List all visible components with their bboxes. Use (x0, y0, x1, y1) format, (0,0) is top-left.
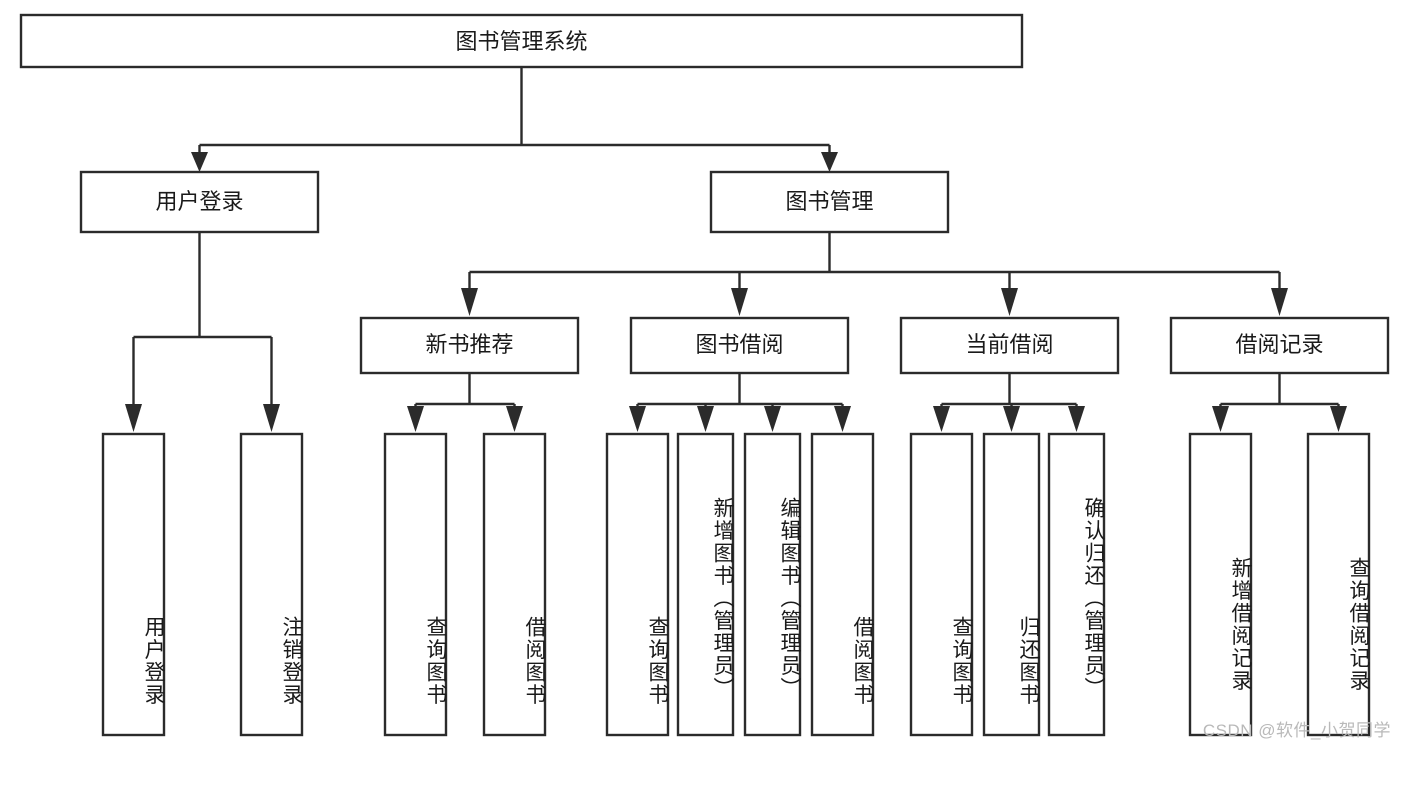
node-leaf-return-books-box[interactable] (982, 432, 1041, 737)
diagram-canvas: 图书管理系统 用户登录 图书管理 新书推荐 图书借阅 当前借阅 借阅记录 (19, 13, 1391, 740)
node-leaf-query-books-borrow-box[interactable] (605, 432, 670, 737)
node-leaf-query-books-current-box[interactable] (909, 432, 974, 737)
arrow-leaf-return-books (1003, 406, 1020, 432)
node-leaf-edit-book-admin-box[interactable] (743, 432, 802, 737)
node-leaf-add-book-admin-box[interactable] (676, 432, 735, 737)
node-book-borrow-label: 图书借阅 (695, 332, 783, 357)
node-leaf-add-borrow-record-box[interactable] (1188, 432, 1253, 737)
arrow-leaf-add-borrow-record (1212, 406, 1229, 432)
arrow-to-book-borrow (731, 288, 748, 316)
node-new-book-recommend-label: 新书推荐 (425, 332, 513, 357)
node-leaf-confirm-return-admin-box[interactable] (1047, 432, 1106, 737)
arrow-leaf-add-book-admin (697, 406, 714, 432)
arrow-leaf-query-borrow-record (1330, 406, 1347, 432)
node-current-borrow-label: 当前借阅 (965, 332, 1053, 357)
arrow-leaf-borrow-books-recommend (506, 406, 523, 432)
csdn-watermark: CSDN @软件_小贺同学 (1202, 721, 1391, 740)
arrow-to-book-management (821, 152, 838, 172)
node-leaf-borrow-books-recommend-box[interactable] (482, 432, 547, 737)
arrow-leaf-borrow-books-borrow (834, 406, 851, 432)
arrow-leaf-confirm-return-admin (1068, 406, 1085, 432)
node-book-borrow-box[interactable] (629, 316, 850, 375)
node-layer: 图书管理系统 用户登录 图书管理 新书推荐 图书借阅 当前借阅 借阅记录 (19, 13, 1390, 737)
node-leaf-query-borrow-record-box[interactable] (1306, 432, 1371, 737)
node-user-login-box[interactable] (79, 170, 320, 234)
connector-layer (125, 67, 1347, 432)
node-current-borrow-box[interactable] (899, 316, 1120, 375)
arrow-to-current-borrow (1001, 288, 1018, 316)
diagram-svg: 图书管理系统 用户登录 图书管理 新书推荐 图书借阅 当前借阅 借阅记录 (19, 13, 1390, 737)
arrow-to-borrow-records (1271, 288, 1288, 316)
arrow-leaf-user-login (125, 404, 142, 432)
arrow-leaf-query-books-borrow (629, 406, 646, 432)
arrow-leaf-logout-login (263, 404, 280, 432)
arrow-to-new-book-recommend (461, 288, 478, 316)
node-book-management-box[interactable] (709, 170, 950, 234)
arrow-leaf-query-books-current (933, 406, 950, 432)
node-leaf-borrow-books-borrow-box[interactable] (810, 432, 875, 737)
node-book-management-label: 图书管理 (785, 189, 873, 214)
node-leaf-query-books-recommend-box[interactable] (383, 432, 448, 737)
arrow-leaf-query-books-recommend (407, 406, 424, 432)
node-leaf-logout-login-box[interactable] (239, 432, 304, 737)
arrow-leaf-edit-book-admin (764, 406, 781, 432)
node-user-login-label: 用户登录 (155, 189, 243, 214)
node-root-box[interactable] (19, 13, 1024, 69)
node-root-label: 图书管理系统 (455, 29, 587, 54)
node-leaf-user-login-box[interactable] (101, 432, 166, 737)
node-borrow-records-label: 借阅记录 (1235, 332, 1323, 357)
node-borrow-records-box[interactable] (1169, 316, 1390, 375)
arrow-to-user-login (191, 152, 208, 172)
node-new-book-recommend-box[interactable] (359, 316, 580, 375)
